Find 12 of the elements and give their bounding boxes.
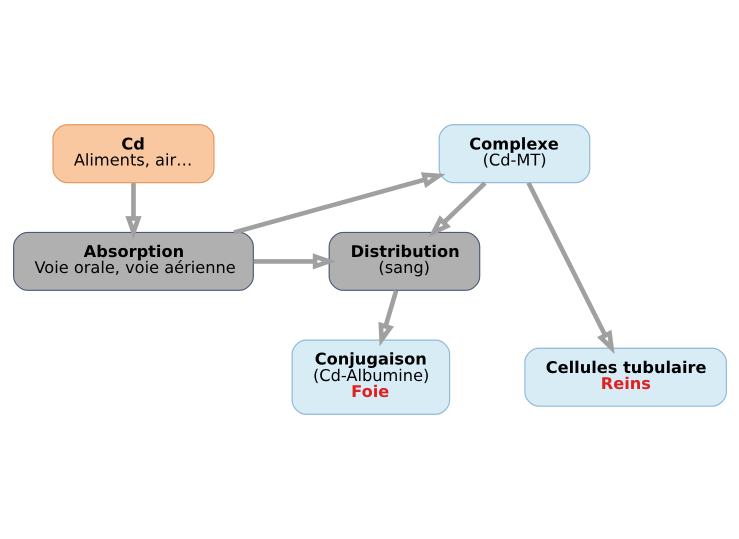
node-box: Cellules tubulaire Reins: [524, 348, 726, 407]
arrow: [428, 181, 486, 238]
arrow: [253, 253, 336, 270]
arrow: [526, 182, 614, 354]
node-box: Absorption Voie orale, voie aérienne: [12, 232, 254, 291]
arrow: [378, 290, 398, 346]
node-box: Distribution (sang): [328, 232, 480, 291]
node-box: Cd Aliments, air…: [52, 124, 214, 184]
node-box: Complexe (Cd-MT): [438, 124, 590, 184]
arrow: [232, 172, 445, 235]
node-box: Conjugaison (Cd-Albumine) Foie: [291, 340, 450, 415]
arrow: [124, 183, 142, 240]
